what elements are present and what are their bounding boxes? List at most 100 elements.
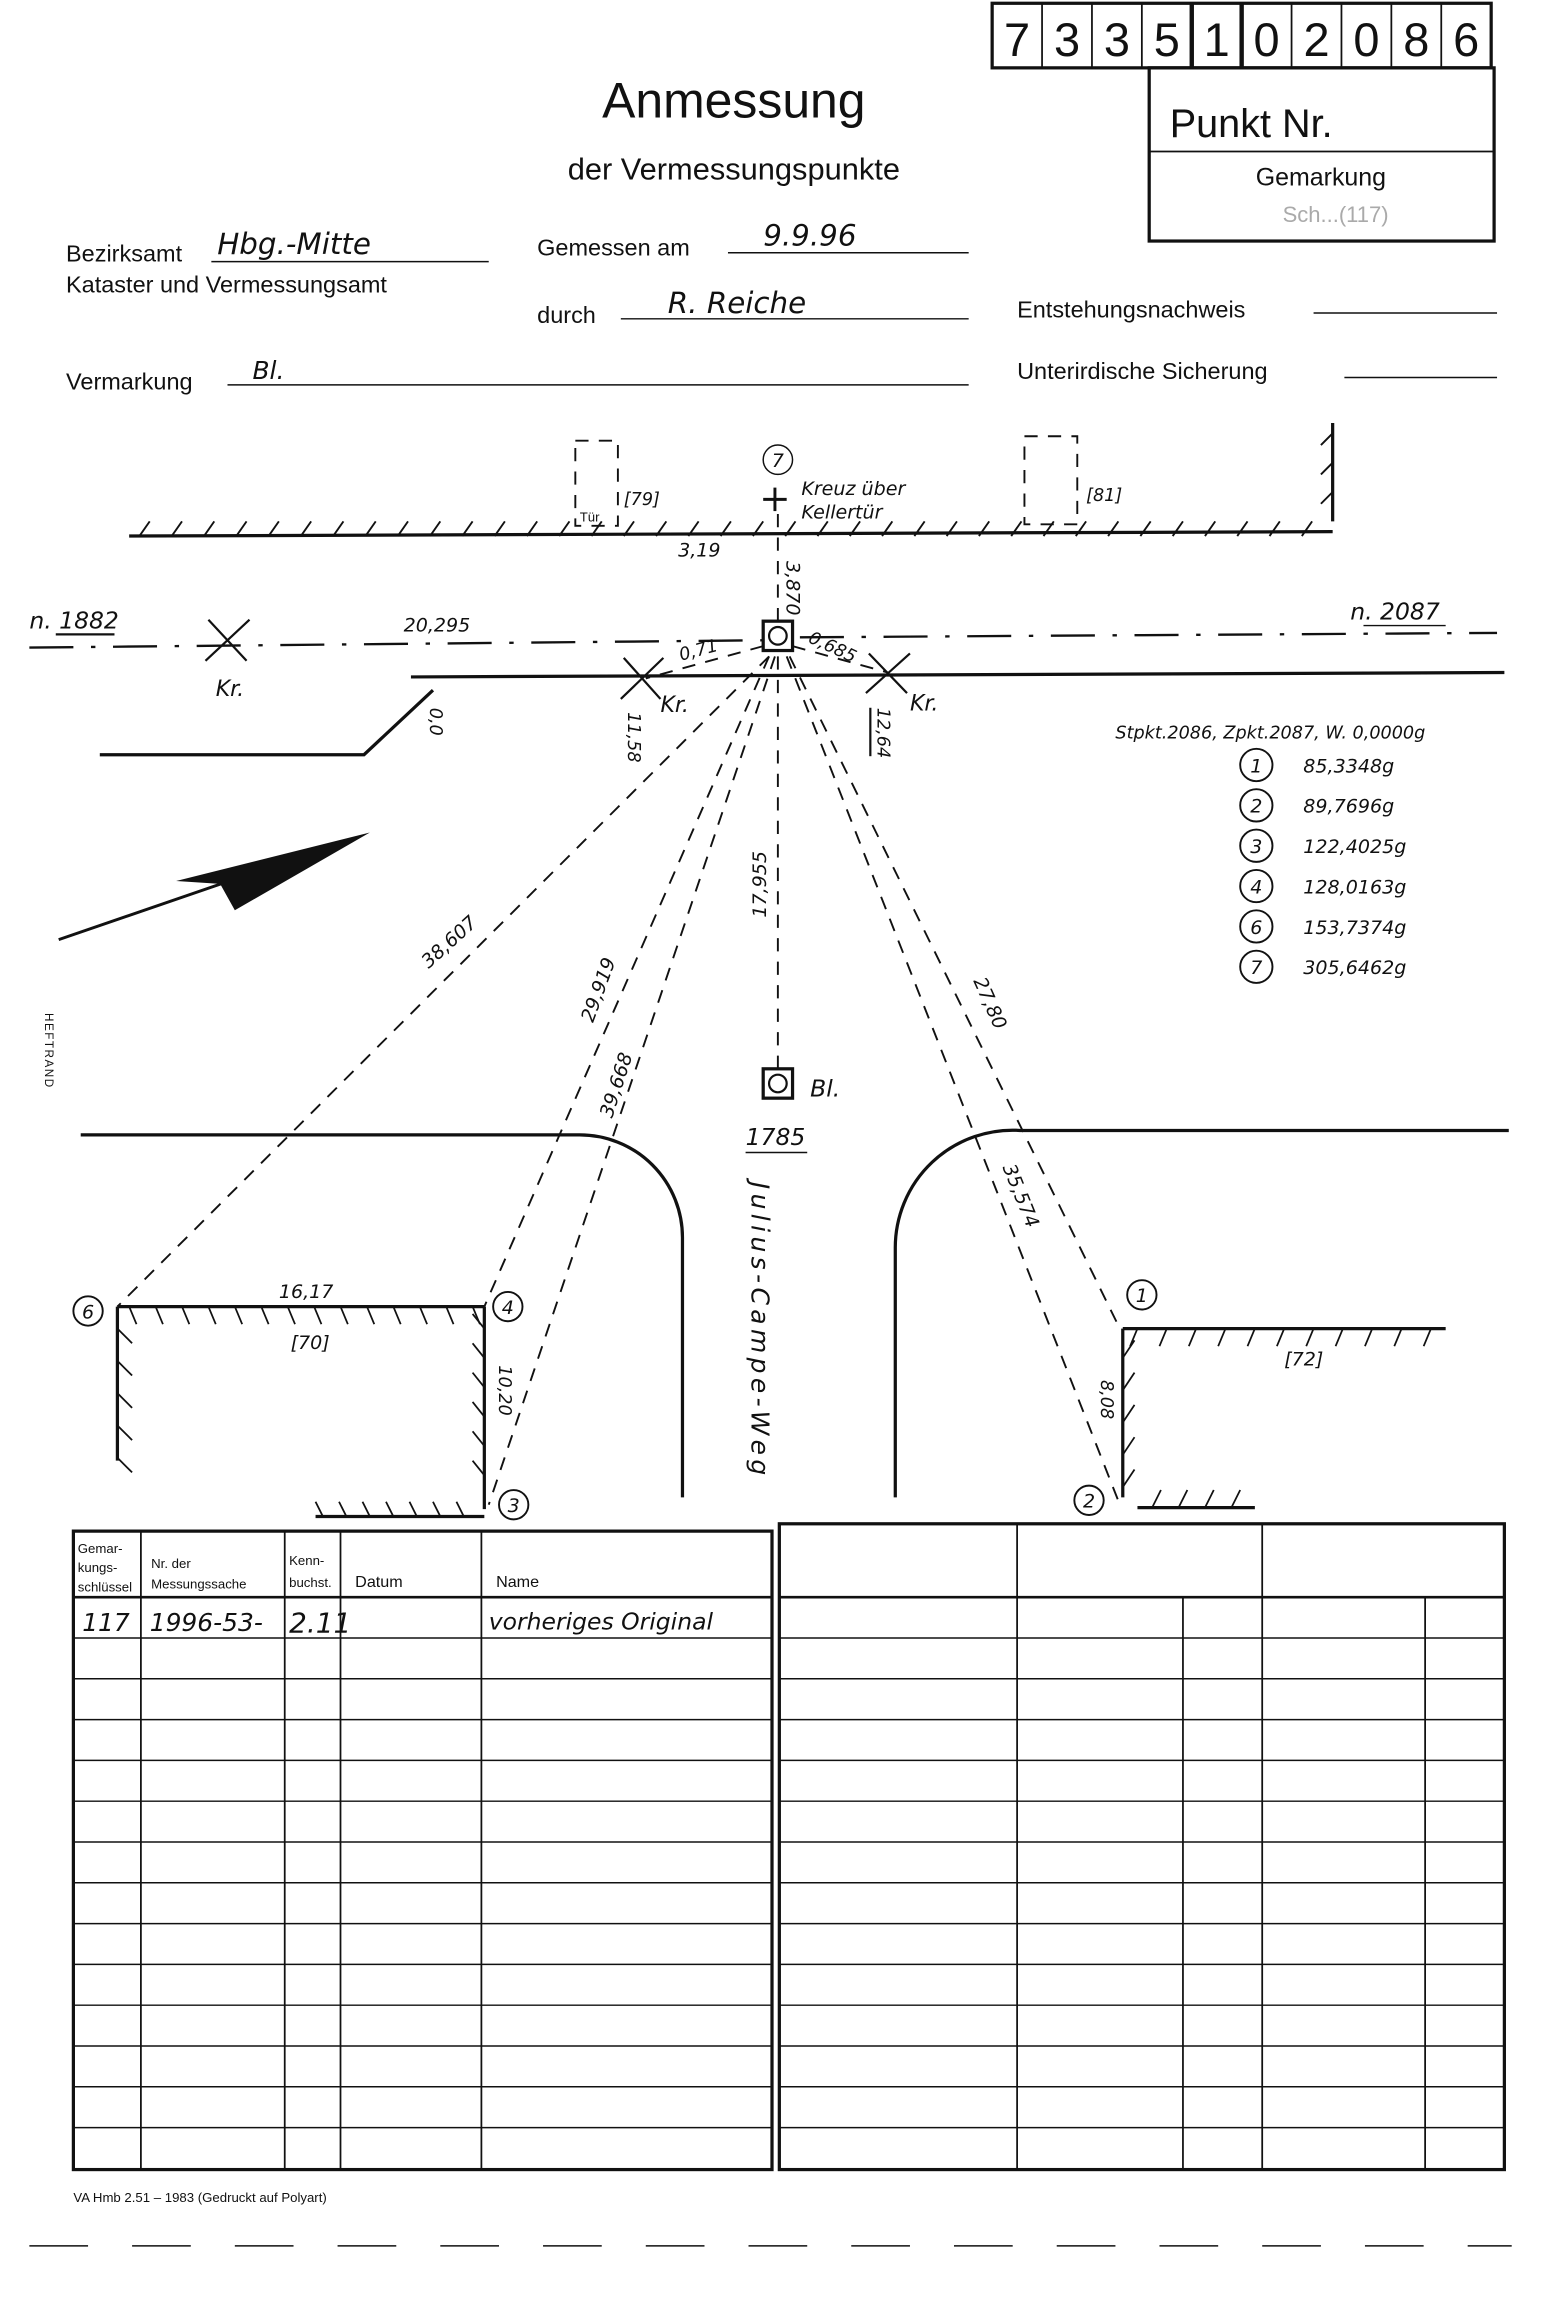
dist-319: 3,19 [678,540,720,562]
angle-point-marker [1239,909,1274,944]
angle-point-label: 6 [1250,917,1262,939]
dist-1020: 10,20 [494,1365,514,1415]
point-6-label: 6 [82,1301,94,1323]
cell-schluessel: 117 [82,1608,130,1637]
dist-2780: 27,80 [969,974,1011,1033]
cell-name: vorheriges Original [489,1607,714,1635]
point-1785: 1785 [746,1123,806,1151]
bl-marker [761,1067,795,1100]
header-kenn-2: buchst. [289,1575,332,1590]
door-label: Tür [580,509,600,524]
ref-2087: n. 2087 [1350,598,1440,626]
angle-value: 128,0163g [1303,876,1406,898]
dist-35574: 35,574 [998,1161,1043,1231]
point-2-label: 2 [1083,1491,1095,1513]
header-messungssache-2: Messungssache [151,1576,246,1591]
survey-sketch: Tür [79] [81] 7 Kreuz über Kellertür 3,1… [29,423,1509,1521]
page-subtitle: der Vermessungspunkte [568,151,900,186]
angle-point-marker [1239,949,1274,984]
punkt-digit: 7 [1004,13,1030,66]
angle-list-title: Stpkt.2086, Zpkt.2087, W. 0,0000g [1115,724,1425,744]
durch-label: durch [537,302,596,328]
angle-point-label: 1 [1250,755,1262,777]
point-7-marker [762,444,794,476]
kr-label-2: Kr. [660,693,688,718]
angle-point-label: 4 [1250,876,1262,898]
angle-list: Stpkt.2086, Zpkt.2087, W. 0,0000g 1 85,33… [1115,724,1425,984]
dist-00: 0,0 [425,708,445,736]
punkt-digit: 5 [1154,13,1180,66]
punkt-digit: 2 [1303,13,1329,66]
building-79-label: [79] [624,490,660,510]
punkt-digit: 3 [1104,13,1130,66]
punkt-digit: 0 [1353,13,1379,66]
punkt-digit: 1 [1204,13,1230,66]
bezirksamt-label: Bezirksamt [66,241,183,267]
angle-point-label: 2 [1250,796,1262,818]
building-70-label: [70] [291,1332,330,1354]
vermarkung-label: Vermarkung [66,368,193,394]
form-footer: VA Hmb 2.51 – 1983 (Gedruckt auf Polyart… [73,2190,326,2205]
gemarkung-value: Sch...(117) [1283,202,1389,227]
angle-value: 122,4025g [1303,836,1406,858]
kreuz-label-2: Kellertür [801,501,883,523]
record-table-right [777,1522,1506,2172]
dist-808: 8,08 [1096,1380,1116,1419]
bezirksamt-value: Hbg.-Mitte [217,227,371,261]
header-datum: Datum [355,1573,403,1591]
header-schluessel-1: Gemar- [78,1541,123,1556]
angle-value: 89,7696g [1303,796,1394,818]
ref-1882: n. 1882 [29,607,119,635]
header-name: Name [496,1573,539,1591]
station-2086-marker [761,619,795,653]
dist-1158: 11,58 [623,712,643,762]
entstehung-label: Entstehungsnachweis [1017,296,1245,322]
sicherung-label: Unterirdische Sicherung [1017,358,1267,384]
kreuz-label-1: Kreuz über [801,478,906,500]
form-fields: Bezirksamt Hbg.-Mitte Kataster und Verme… [66,218,1498,394]
dist-38607: 38,607 [417,912,481,973]
kr-label-3: Kr. [910,692,938,717]
angle-point-marker [1239,828,1274,863]
heftrand-label: HEFTRAND [42,1013,55,1089]
header-schluessel-3: schlüssel [78,1579,132,1594]
angle-point-label: 3 [1250,836,1262,858]
point-3-marker [498,1489,530,1521]
point-6-marker [72,1295,104,1327]
kr-label-1: Kr. [216,677,244,702]
gemarkung-label: Gemarkung [1256,163,1386,191]
angle-point-marker [1239,788,1274,823]
punkt-digit: 8 [1403,13,1429,66]
angle-value: 305,6462g [1303,957,1406,979]
dist-1617: 16,17 [279,1281,334,1303]
amt-line2: Kataster und Vermessungsamt [66,271,387,297]
building-72-label: [72] [1284,1348,1323,1370]
punkt-digit: 0 [1254,13,1280,66]
dist-17955: 17,955 [749,851,771,918]
angle-value: 85,3348g [1303,755,1394,777]
angle-point-marker [1239,868,1274,904]
dist-0685: 0,685 [805,628,859,667]
point-7-label: 7 [772,450,784,472]
angle-point-marker [1239,747,1274,783]
street-name: Julius-Campe-Weg [745,1177,774,1480]
cell-messungssache: 1996-53- [150,1608,263,1637]
page-title: Anmessung [602,73,865,129]
punkt-label: Punkt Nr. [1170,102,1333,146]
point-4-label: 4 [502,1297,514,1319]
header-kenn-1: Kenn- [289,1553,324,1568]
record-table-left: Gemar- kungs- schlüssel Nr. der Messungs… [71,1529,774,2172]
north-arrow-icon [58,832,370,942]
vermarkung-value: Bl. [252,356,284,385]
gemessen-label: Gemessen am [537,235,690,261]
dist-071: 0,71 [677,636,720,665]
dist-1264: 12,64 [873,708,893,758]
punkt-digit: 6 [1453,13,1479,66]
dist-3870: 3,870 [782,561,804,616]
cell-kenn: 2.11 [289,1606,351,1639]
point-3-label: 3 [508,1495,520,1517]
header-schluessel-2: kungs- [78,1560,118,1575]
angle-point-label: 7 [1250,957,1262,979]
